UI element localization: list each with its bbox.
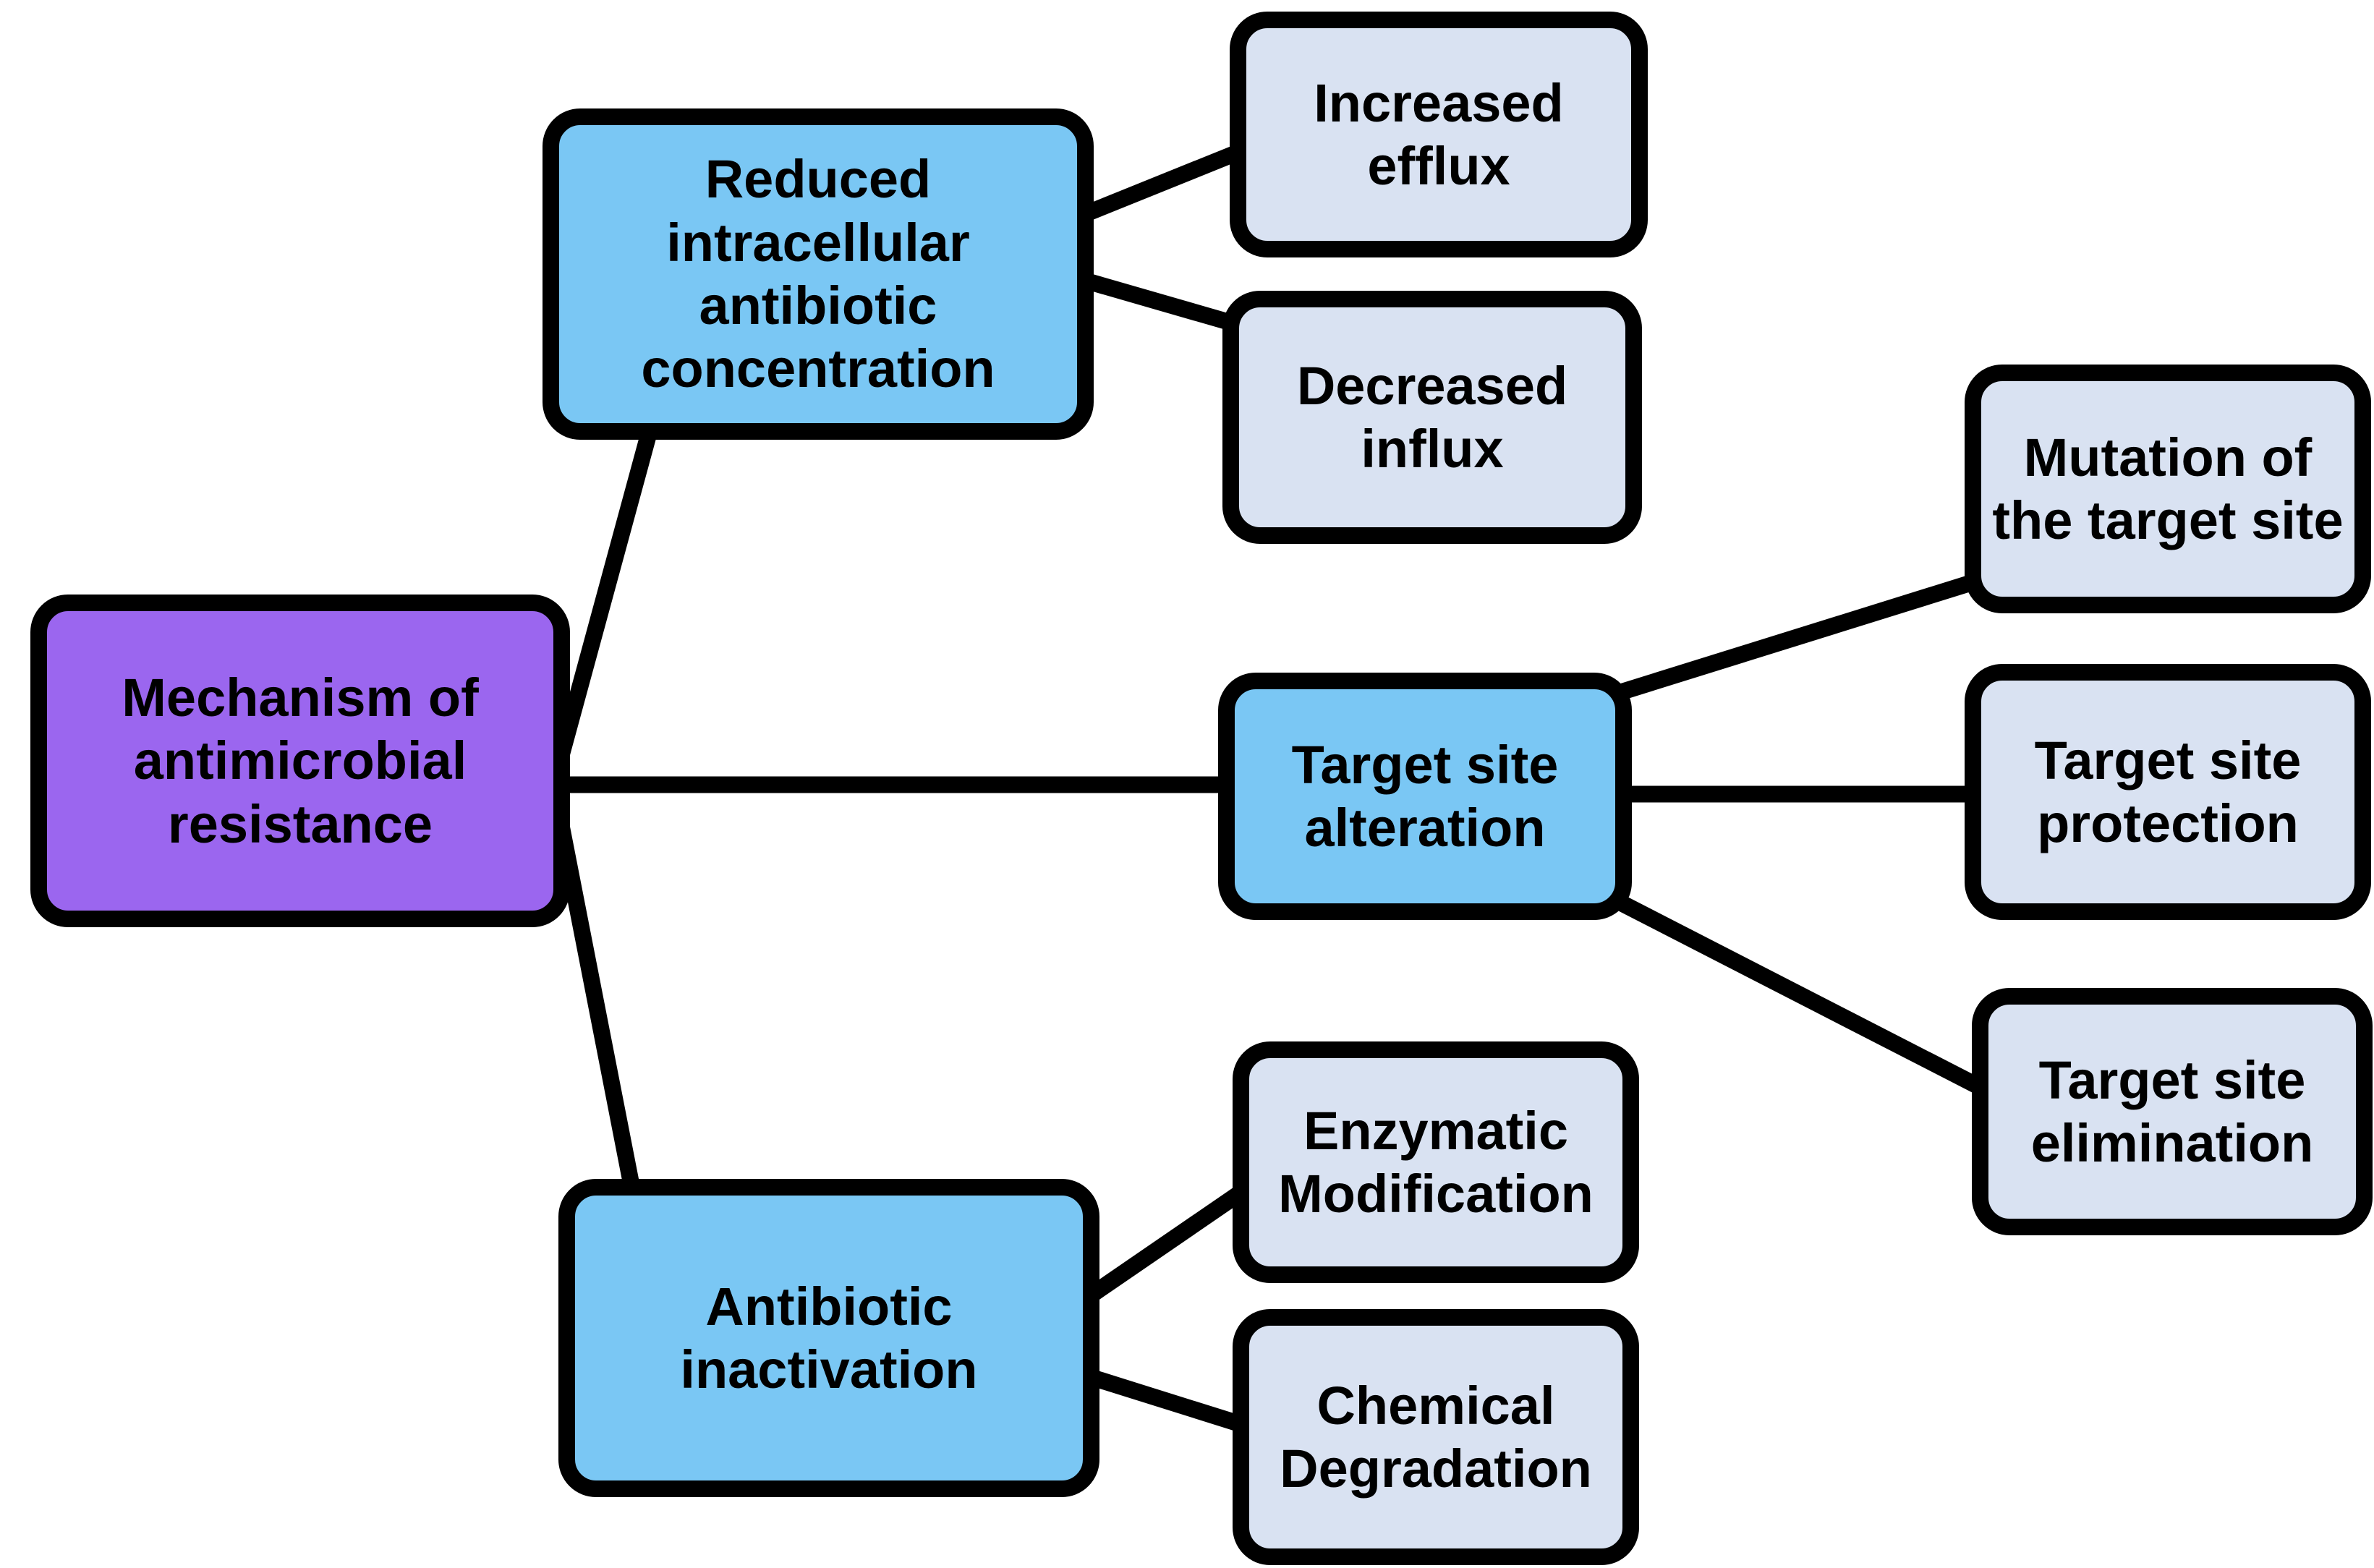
node-label: Increased efflux (1314, 72, 1564, 196)
node-target-site-alteration: Target site alteration (1218, 673, 1632, 920)
node-label: Decreased influx (1296, 355, 1568, 479)
edge-target-mutation (1599, 567, 1999, 706)
node-chemical-degradation: Chemical Degradation (1233, 1309, 1639, 1565)
node-reduced-intracellular-concentration: Reduced intracellular antibiotic concent… (543, 108, 1094, 440)
node-label: Mechanism of antimicrobial resistance (122, 668, 479, 854)
edge-root-reduced (545, 409, 663, 788)
node-target-site-protection: Target site protection (1965, 664, 2371, 920)
node-label: Enzymatic Modification (1278, 1100, 1594, 1224)
node-mutation-target-site: Mutation of the target site (1965, 365, 2371, 613)
node-root-mechanism: Mechanism of antimicrobial resistance (30, 595, 570, 927)
node-target-site-elimination: Target site elimination (1972, 988, 2373, 1235)
node-label: Antibiotic inactivation (680, 1276, 978, 1399)
node-label: Target site elimination (2030, 1049, 2314, 1173)
node-label: Reduced intracellular antibiotic concent… (641, 149, 995, 399)
node-label: Target site protection (2034, 730, 2302, 853)
node-increased-efflux: Increased efflux (1230, 12, 1648, 257)
node-label: Mutation of the target site (1992, 427, 2344, 550)
node-antibiotic-inactivation: Antibiotic inactivation (558, 1179, 1099, 1497)
edge-target-elimination (1598, 885, 2008, 1107)
node-decreased-influx: Decreased influx (1222, 291, 1642, 544)
node-label: Target site alteration (1291, 734, 1559, 858)
node-enzymatic-modification: Enzymatic Modification (1233, 1041, 1639, 1283)
node-label: Chemical Degradation (1280, 1375, 1592, 1499)
